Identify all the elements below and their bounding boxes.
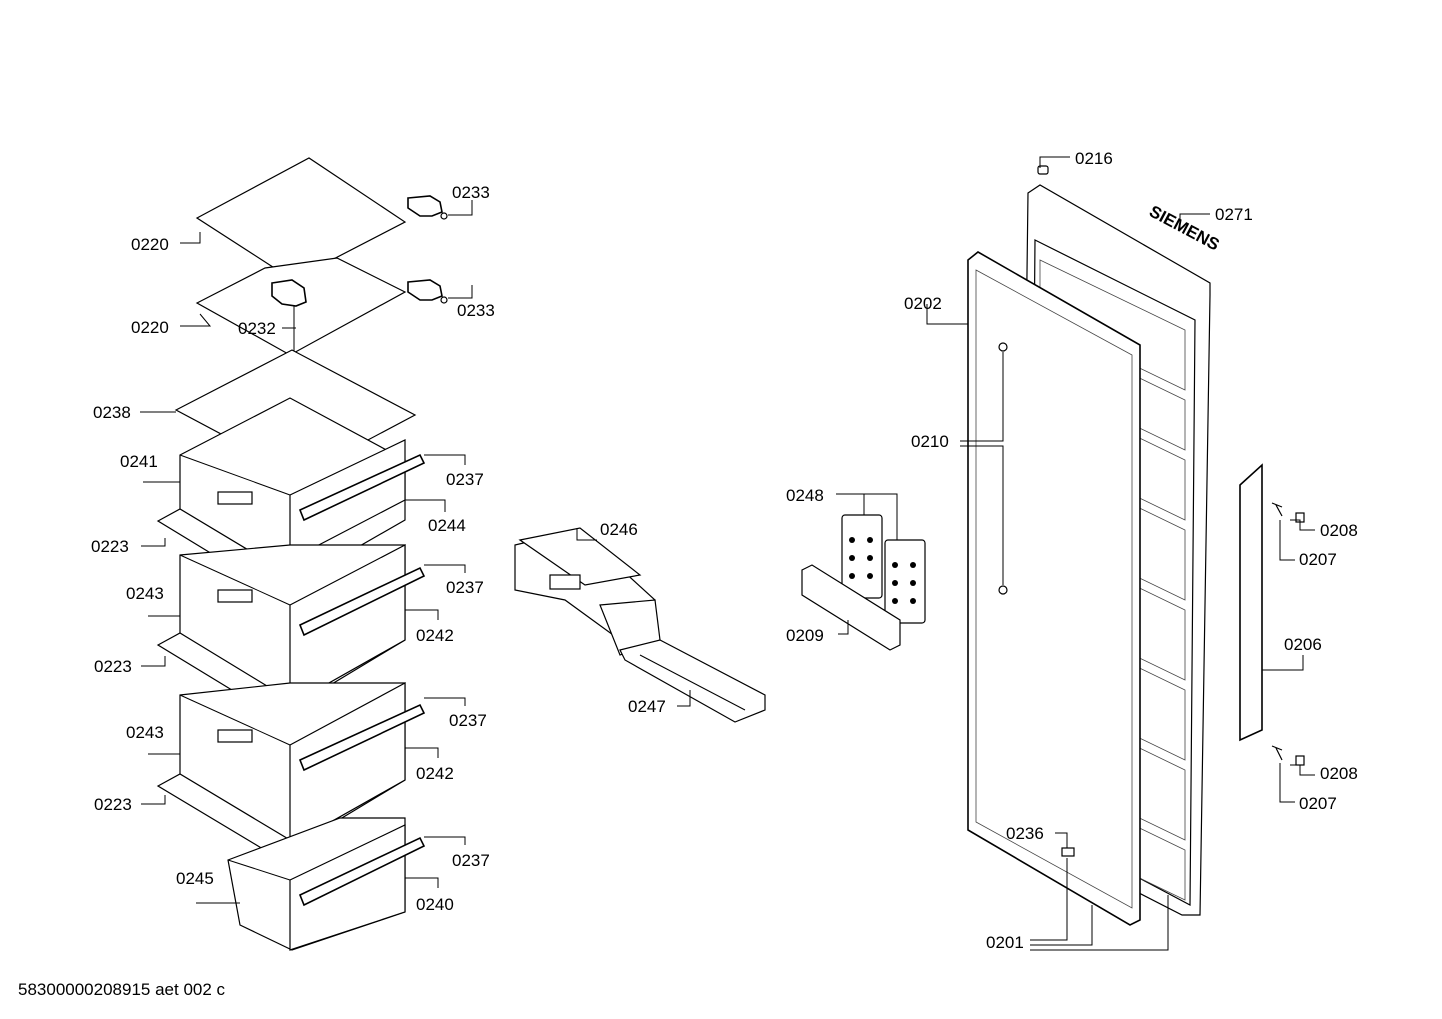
label-0208-upper: 0208 (1320, 521, 1358, 540)
ice-maker-assembly[interactable] (514, 527, 766, 723)
label-0210: 0210 (911, 432, 949, 451)
label-0216: 0216 (1075, 149, 1113, 168)
door-handle[interactable] (1239, 463, 1263, 742)
label-0248: 0248 (786, 486, 824, 505)
label-0223-3: 0223 (94, 795, 132, 814)
drawer-3[interactable] (179, 681, 426, 849)
label-0223-2: 0223 (94, 657, 132, 676)
label-0220-second: 0220 (131, 318, 169, 337)
leader-lines (140, 156, 1315, 951)
shelf-support-upper[interactable] (271, 279, 307, 307)
label-0236: 0236 (1006, 824, 1044, 843)
label-0220-top: 0220 (131, 235, 169, 254)
door-assembly: SIEMENS (967, 165, 1305, 926)
drawing-reference-code: 58300000208915 aet 002 c (18, 980, 226, 999)
label-0202: 0202 (904, 294, 942, 313)
cover-strip[interactable] (801, 564, 901, 651)
label-0232: 0232 (238, 319, 276, 338)
gasket-screws (998, 342, 1008, 595)
cold-pack-assembly (801, 514, 926, 651)
label-0223-1: 0223 (91, 537, 129, 556)
drawer-bottom[interactable] (227, 817, 426, 951)
label-0237-2: 0237 (446, 578, 484, 597)
label-0238: 0238 (93, 403, 131, 422)
label-0209: 0209 (786, 626, 824, 645)
label-0243-1: 0243 (126, 584, 164, 603)
label-0237-4: 0237 (452, 851, 490, 870)
shelf-and-drawer-assembly (156, 157, 448, 951)
label-0246: 0246 (600, 520, 638, 539)
glass-shelf-second[interactable] (195, 257, 407, 356)
label-0207-lower: 0207 (1299, 794, 1337, 813)
cold-pack-left[interactable] (841, 514, 883, 599)
brand-badge: SIEMENS (1146, 202, 1222, 255)
part-labels: 0220 0233 0220 0232 0233 0238 0241 0237 … (91, 149, 1358, 952)
label-0237-3: 0237 (449, 711, 487, 730)
label-0237-1: 0237 (446, 470, 484, 489)
label-0208-lower: 0208 (1320, 764, 1358, 783)
cold-pack-right[interactable] (884, 539, 926, 624)
label-0233-lower: 0233 (457, 301, 495, 320)
label-0207-upper: 0207 (1299, 550, 1337, 569)
handle-fasteners (1271, 502, 1305, 766)
label-0206: 0206 (1284, 635, 1322, 654)
label-0243-2: 0243 (126, 723, 164, 742)
label-0201: 0201 (986, 933, 1024, 952)
shelf-bracket-upper[interactable] (407, 195, 443, 217)
glass-shelf-top[interactable] (195, 157, 407, 281)
label-0240: 0240 (416, 895, 454, 914)
label-0241: 0241 (120, 452, 158, 471)
label-0242-1: 0242 (416, 626, 454, 645)
shelf-bracket-lower[interactable] (407, 279, 443, 301)
label-0271: 0271 (1215, 205, 1253, 224)
door-gasket[interactable] (967, 251, 1141, 926)
label-0245: 0245 (176, 869, 214, 888)
label-0242-2: 0242 (416, 764, 454, 783)
label-0233-upper: 0233 (452, 183, 490, 202)
label-0247: 0247 (628, 697, 666, 716)
bottom-clip[interactable] (1061, 847, 1075, 857)
label-0244: 0244 (428, 516, 466, 535)
